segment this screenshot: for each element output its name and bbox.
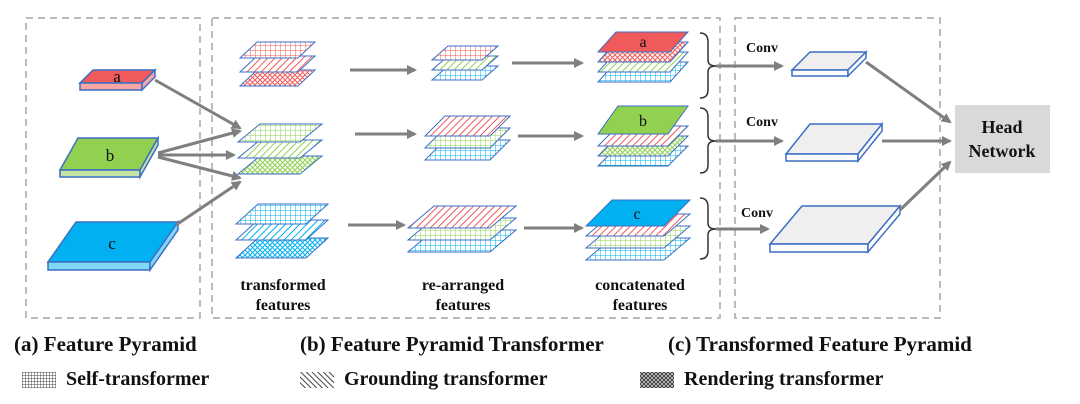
pyramid-level-c: c bbox=[46, 219, 180, 273]
arrow-c-to-tf bbox=[175, 180, 242, 227]
stage-label-transformed-1: transformed bbox=[240, 277, 325, 294]
head-network-box: Head Network bbox=[955, 105, 1050, 173]
arrow-b-to-tf-bottom bbox=[157, 155, 242, 181]
output-level-b bbox=[784, 121, 884, 164]
row3-concatenated-stack: c bbox=[584, 199, 692, 261]
bracket-row3 bbox=[699, 197, 717, 260]
legend-grounding-label: Grounding transformer bbox=[344, 368, 548, 390]
fpt-diagram: a b c a bbox=[25, 17, 1050, 319]
pyramid-level-b: b bbox=[58, 135, 160, 180]
legend-self: Self-transformer bbox=[22, 368, 209, 391]
self-icon bbox=[22, 371, 56, 388]
row2-transformed-stack bbox=[236, 123, 324, 175]
row1-transformed-stack bbox=[238, 41, 317, 87]
legend-self-label: Self-transformer bbox=[66, 368, 210, 390]
conv-label-row3: Conv bbox=[741, 206, 773, 221]
stage-label-concatenated-1: concatenated bbox=[595, 277, 685, 294]
legend-rendering: Rendering transformer bbox=[640, 368, 883, 391]
label-c: c bbox=[108, 234, 116, 253]
concat-label-a: a bbox=[639, 34, 646, 51]
grounding-icon bbox=[300, 371, 334, 388]
stage-label-rearranged-1: re-arranged bbox=[422, 277, 504, 294]
row3-transformed-stack bbox=[234, 203, 330, 259]
section-c-border bbox=[734, 17, 941, 319]
caption-b: (b) Feature Pyramid Transformer bbox=[300, 332, 604, 356]
row2-rearranged-stack bbox=[423, 115, 512, 161]
pyramid-level-a: a bbox=[78, 67, 157, 92]
caption-c: (c) Transformed Feature Pyramid bbox=[668, 332, 972, 356]
row3-rearranged-stack bbox=[406, 205, 518, 253]
stage-label-transformed-2: features bbox=[256, 297, 311, 314]
concat-label-b: b bbox=[639, 113, 647, 130]
row1-concatenated-stack: a bbox=[596, 31, 690, 83]
conv-label-row1: Conv bbox=[746, 41, 778, 56]
row2-concatenated-stack: b bbox=[596, 105, 690, 167]
stage-label-concatenated-2: features bbox=[613, 297, 668, 314]
rendering-icon bbox=[640, 371, 674, 388]
bracket-row1 bbox=[699, 32, 717, 99]
output-level-c bbox=[768, 203, 902, 255]
conv-label-row2: Conv bbox=[746, 115, 778, 130]
arrow-c-to-head bbox=[898, 160, 952, 212]
legend-grounding: Grounding transformer bbox=[300, 368, 548, 391]
head-network-line1: Head bbox=[981, 117, 1022, 137]
section-b-border bbox=[211, 17, 721, 319]
stage-label-rearranged-2: features bbox=[436, 297, 491, 314]
head-network-line2: Network bbox=[969, 141, 1036, 161]
arrow-a-to-tf bbox=[154, 78, 242, 130]
arrow-b-to-tf-top bbox=[157, 128, 242, 155]
concat-label-c: c bbox=[633, 206, 640, 223]
legend-rendering-label: Rendering transformer bbox=[684, 368, 884, 390]
row1-rearranged-stack bbox=[430, 45, 500, 81]
output-level-a bbox=[790, 50, 868, 78]
label-b: b bbox=[106, 146, 115, 165]
arrow-a-to-head bbox=[865, 60, 952, 124]
label-a: a bbox=[113, 67, 121, 86]
bracket-row2 bbox=[699, 107, 717, 174]
caption-a: (a) Feature Pyramid bbox=[14, 332, 197, 356]
